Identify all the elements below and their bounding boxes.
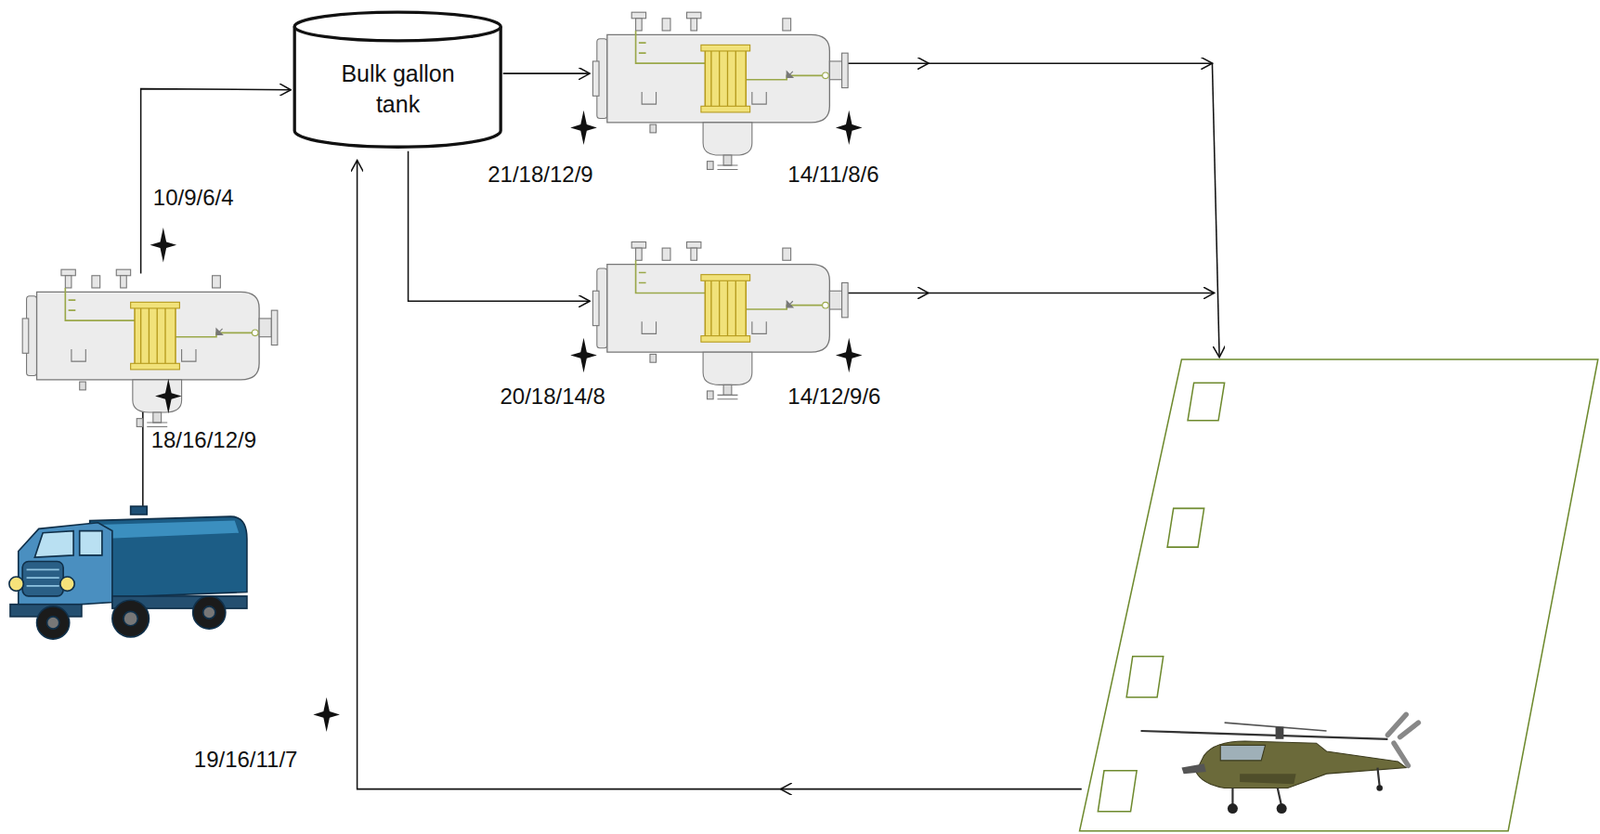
- sample-reading: 18/16/12/9: [151, 428, 257, 453]
- sample-reading: 14/12/9/6: [787, 384, 881, 409]
- sample-reading: 20/18/14/8: [499, 384, 605, 409]
- sample-reading: 21/18/12/9: [487, 162, 593, 187]
- tank-node: Bulk gallon tank: [292, 10, 503, 149]
- tank-label: Bulk gallon tank: [319, 58, 478, 119]
- sample-reading: 10/9/6/4: [153, 185, 235, 210]
- sample-reading: 14/11/8/6: [787, 162, 879, 187]
- sample-reading: 19/16/11/7: [194, 747, 299, 772]
